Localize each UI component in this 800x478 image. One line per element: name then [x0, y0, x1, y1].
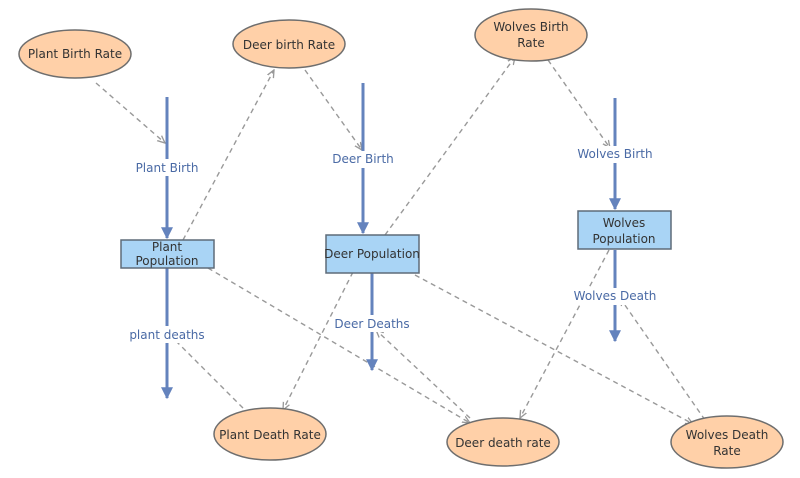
link-plant-birth-rate-to-plant-birth	[95, 82, 165, 143]
influence-links	[95, 57, 706, 424]
stock-wolves-line-2: Population	[592, 232, 655, 246]
stock-deer-population: Deer Population	[324, 234, 420, 274]
rate-wolves-birth-rate: Wolves Birth Rate	[474, 8, 588, 62]
flow-labels: Plant Birth plant deaths Deer Birth Deer…	[126, 146, 659, 343]
rate-deer-death-rate-label: Deer death rate	[455, 436, 551, 450]
stock-wolves-population: Wolves Population	[577, 210, 672, 250]
flow-label-plant-deaths: plant deaths	[129, 328, 204, 342]
link-deer-population-to-wolves-birth-rate	[384, 57, 515, 236]
link-deer-death-rate-to-deer-deaths	[376, 330, 471, 419]
rate-plant-birth-rate-label: Plant Birth Rate	[28, 47, 122, 61]
rate-wolves-death-rate-line-1: Wolves Death	[686, 428, 769, 442]
flow-label-wolves-death: Wolves Death	[574, 289, 657, 303]
stock-wolves-line-1: Wolves	[603, 216, 646, 230]
flow-label-deer-deaths: Deer Deaths	[334, 317, 409, 331]
link-plant-population-to-deer-death-rate	[207, 267, 470, 423]
link-wolves-death-rate-to-wolves-death	[620, 298, 706, 421]
rate-deer-birth-rate: Deer birth Rate	[232, 19, 346, 69]
flow-label-deer-birth: Deer Birth	[332, 152, 394, 166]
stock-plant-population: Plant Population	[120, 239, 215, 269]
link-deer-population-to-plant-death-rate	[283, 271, 354, 410]
rate-deer-death-rate: Deer death rate	[446, 417, 560, 467]
link-wolves-population-to-deer-death-rate	[520, 249, 610, 418]
stock-plant-line-2: Population	[135, 254, 198, 268]
flow-label-wolves-birth: Wolves Birth	[577, 147, 652, 161]
rate-plant-birth-rate: Plant Birth Rate	[18, 29, 132, 79]
link-wolves-birth-rate-to-wolves-birth	[547, 59, 610, 148]
rate-plant-death-rate-label: Plant Death Rate	[219, 428, 321, 442]
rate-wolves-birth-rate-line-1: Wolves Birth	[493, 20, 568, 34]
rate-wolves-birth-rate-line-2: Rate	[517, 36, 545, 50]
rate-deer-birth-rate-label: Deer birth Rate	[243, 38, 335, 52]
flow-label-plant-birth: Plant Birth	[136, 161, 199, 175]
stock-plant-line-1: Plant	[152, 240, 183, 254]
link-plant-population-to-deer-birth-rate	[182, 70, 274, 241]
rate-wolves-death-rate-line-2: Rate	[713, 444, 741, 458]
link-deer-birth-rate-to-deer-birth	[304, 69, 362, 150]
rate-wolves-death-rate: Wolves Death Rate	[670, 415, 784, 469]
rate-plant-death-rate: Plant Death Rate	[213, 407, 327, 461]
link-plant-death-rate-to-plant-deaths	[170, 335, 244, 409]
stock-deer-line-1: Deer Population	[324, 247, 420, 261]
link-deer-population-to-wolves-death-rate	[414, 274, 693, 424]
